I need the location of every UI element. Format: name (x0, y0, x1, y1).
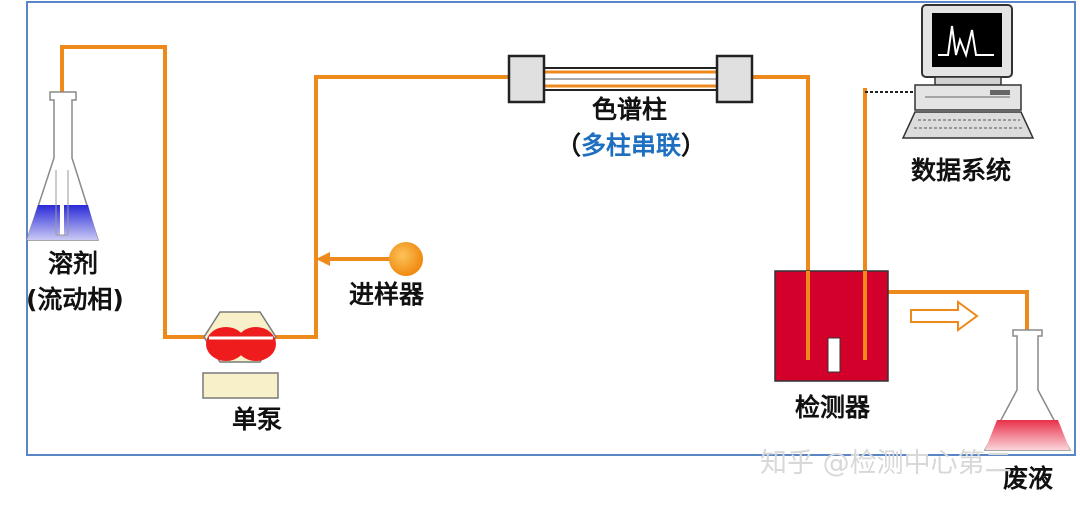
tubing-pump-to-column (270, 75, 510, 339)
injector-icon (389, 242, 423, 276)
waste-label: 废液 (1003, 464, 1054, 493)
computer-icon (865, 4, 1035, 139)
column-icon (507, 54, 754, 104)
waste-flask-icon (983, 329, 1072, 451)
solvent-label: 溶剂 (48, 249, 99, 278)
column-note: （多柱串联） (556, 133, 706, 158)
column-note-close: ） (681, 131, 707, 160)
solvent-flask-icon (25, 91, 100, 241)
column-label: 色谱柱 (592, 95, 668, 124)
diagram-frame (26, 1, 1076, 456)
flow-arrow-icon (910, 300, 979, 332)
pump-icon (202, 311, 279, 399)
column-note-open: （ (556, 131, 582, 160)
detector-icon (774, 270, 889, 382)
detector-label: 检测器 (795, 393, 871, 422)
pump-label: 单泵 (232, 405, 283, 434)
injector-label: 进样器 (349, 280, 425, 309)
watermark: 知乎 @检测中心第二 (760, 448, 1012, 479)
column-note-text: 多柱串联 (581, 131, 682, 160)
tubing-column-to-detector (750, 75, 810, 360)
data-system-label: 数据系统 (911, 156, 1012, 185)
mobile-phase-label: (流动相) (26, 285, 124, 314)
injector-arrowhead-icon (316, 252, 330, 266)
